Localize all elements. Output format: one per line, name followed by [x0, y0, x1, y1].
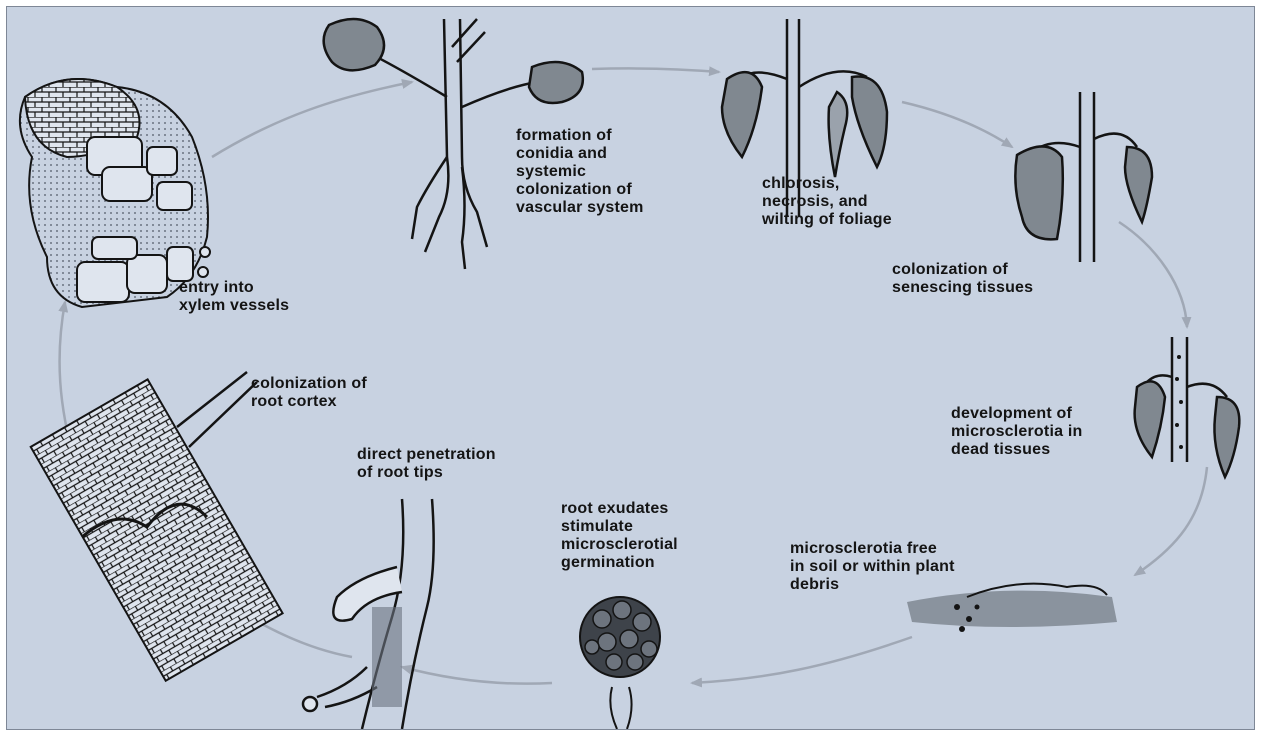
label-microsclerotia-development: development of microsclerotia in dead ti…: [951, 405, 1082, 459]
disease-cycle-diagram: formation of conidia and systemic coloni…: [6, 6, 1255, 730]
label-root-cortex-colonization: colonization of root cortex: [251, 375, 367, 411]
arrow-chlorosis-to-senescing: [902, 102, 1012, 147]
label-senescing-colonization: colonization of senescing tissues: [892, 261, 1033, 297]
arrow-xylem-to-conidia: [212, 82, 412, 157]
root-tip-illustration: [303, 499, 434, 729]
senescing-plant-illustration: [1015, 92, 1152, 262]
label-chlorosis-wilting: chlorosis, necrosis, and wilting of foli…: [762, 175, 892, 229]
root-cortex-illustration: [31, 372, 283, 681]
diagram-artwork: [7, 7, 1255, 730]
label-conidia-formation: formation of conidia and systemic coloni…: [516, 127, 644, 217]
label-root-exudates: root exudates stimulate microsclerotial …: [561, 500, 678, 572]
label-xylem-entry: entry into xylem vessels: [179, 279, 289, 315]
dead-tissue-illustration: [1135, 337, 1240, 477]
arrow-senescing-to-dead: [1119, 222, 1187, 327]
arrow-conidia-to-chlorosis: [592, 68, 719, 72]
label-microsclerotia-free: microsclerotia free in soil or within pl…: [790, 540, 955, 594]
label-root-tip-penetration: direct penetration of root tips: [357, 446, 496, 482]
arrow-soil-to-exudates: [692, 637, 912, 683]
arrow-exudates-to-penetration: [402, 667, 552, 684]
arrow-dead-to-soil: [1135, 467, 1207, 575]
microsclerotium-illustration: [580, 597, 660, 729]
xylem-tissue-illustration: [20, 79, 210, 307]
